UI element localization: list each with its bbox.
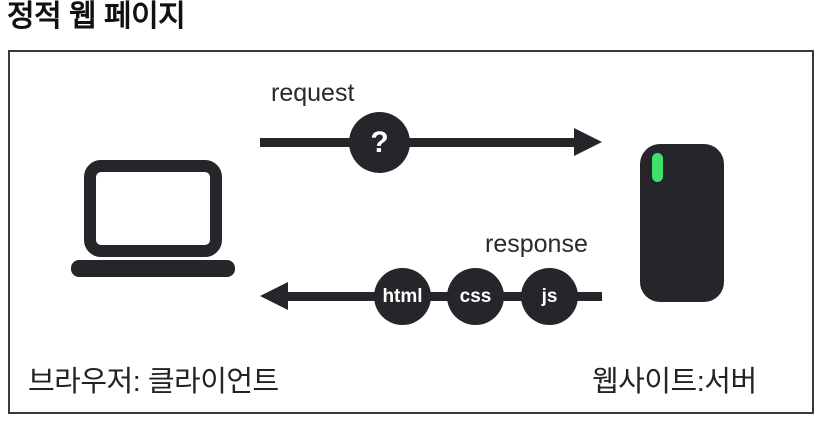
client-caption: 브라우저: 클라이언트 (28, 366, 279, 398)
response-arrow-shaft (272, 292, 602, 301)
html-badge: html (374, 268, 431, 325)
js-badge: js (521, 268, 578, 325)
server-icon (640, 144, 724, 302)
request-arrowhead-icon (574, 128, 602, 156)
laptop-icon (71, 160, 235, 278)
laptop-screen (84, 160, 222, 257)
response-arrowhead-icon (260, 282, 288, 310)
laptop-base (71, 260, 235, 277)
server-status-led (652, 153, 663, 182)
request-arrow-shaft (260, 138, 580, 147)
request-label: request (271, 79, 355, 107)
css-badge: css (447, 268, 504, 325)
question-badge: ? (349, 112, 410, 173)
page-title: 정적 웹 페이지 (7, 0, 186, 33)
diagram-frame: request ? response html css js 브라우저: 클라이… (8, 50, 814, 414)
response-label: response (485, 230, 588, 258)
server-caption: 웹사이트:서버 (592, 366, 757, 398)
